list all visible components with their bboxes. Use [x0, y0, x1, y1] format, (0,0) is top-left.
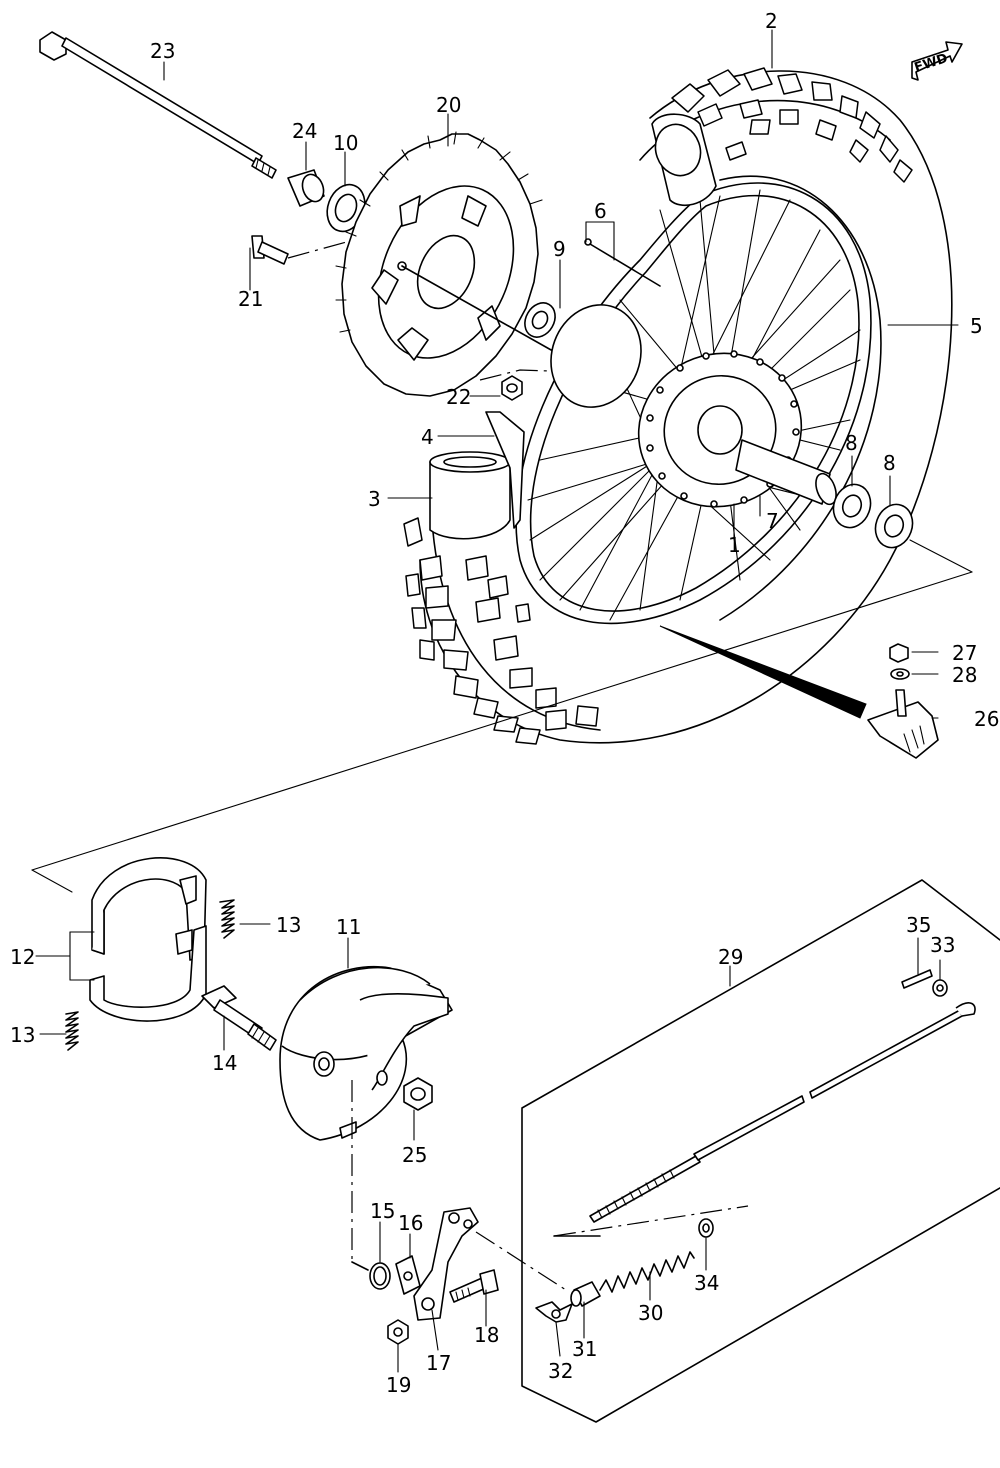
tube-top	[651, 113, 717, 207]
callout-18: 18	[474, 1323, 499, 1347]
wheel-hub	[550, 238, 837, 508]
brake-panel-nut	[403, 1077, 433, 1111]
rim-lock-nut	[889, 643, 909, 663]
callout-27: 27	[952, 641, 977, 665]
callout-6: 6	[594, 199, 607, 223]
callout-3: 3	[368, 487, 381, 511]
callout-30: 30	[638, 1301, 663, 1325]
callout-34: 34	[694, 1271, 719, 1295]
callout-8a: 8	[845, 431, 858, 455]
wheel-bearing-outer	[874, 503, 914, 549]
rod-washer	[698, 1218, 714, 1238]
brake-rod-assembly-box	[521, 879, 1000, 1423]
assembly-pointer	[659, 625, 867, 719]
callout-8b: 8	[883, 451, 896, 475]
callout-32: 32	[548, 1359, 573, 1383]
leader-lines	[35, 29, 959, 1373]
exploded-guide-lines	[31, 539, 973, 893]
callout-23: 23	[150, 39, 175, 63]
cotter-pin	[901, 969, 933, 989]
callout-1: 1	[728, 533, 741, 557]
callout-14: 14	[212, 1051, 237, 1075]
brake-cam	[201, 985, 277, 1051]
rear-tire	[403, 67, 953, 745]
brake-panel	[279, 966, 453, 1141]
callout-13b: 13	[10, 1023, 35, 1047]
bearing-small	[524, 302, 556, 338]
callout-31: 31	[572, 1337, 597, 1361]
o-ring	[369, 1262, 391, 1290]
oil-seal	[326, 183, 366, 233]
rear-sprocket	[335, 131, 561, 397]
callout-28: 28	[952, 663, 977, 687]
rod-joint	[570, 1281, 601, 1307]
tube	[429, 451, 511, 540]
brake-spring-upper	[219, 899, 235, 939]
rim-band	[485, 411, 525, 529]
rim-lock	[867, 689, 939, 759]
wing-nut	[535, 1301, 573, 1323]
sprocket-bolt	[251, 235, 355, 265]
callout-20: 20	[436, 93, 461, 117]
wear-indicator	[395, 1255, 421, 1295]
callout-5: 5	[970, 314, 983, 338]
callout-10: 10	[333, 131, 358, 155]
callout-35: 35	[906, 913, 931, 937]
callout-26: 26	[974, 707, 999, 731]
brake-rod	[589, 1002, 976, 1223]
guide-line-rod	[475, 1231, 567, 1291]
callout-4: 4	[421, 425, 434, 449]
callout-22: 22	[446, 385, 471, 409]
brake-cam-lever	[413, 1207, 479, 1321]
callout-11: 11	[336, 915, 361, 939]
brake-shoe-lower	[89, 925, 207, 1022]
rod-end-washer	[932, 979, 948, 997]
callout-15: 15	[370, 1199, 395, 1223]
callout-17: 17	[426, 1351, 451, 1375]
callout-numbers: 23 24 10 21 20 9 6 22 4 3 2 5 8 8 7 1 27…	[10, 9, 999, 1397]
fwd-label: FWD	[913, 51, 950, 76]
callout-21: 21	[238, 287, 263, 311]
fwd-arrow-icon: FWD	[911, 41, 963, 81]
lever-bolt	[449, 1269, 499, 1303]
callout-13a: 13	[276, 913, 301, 937]
callout-7: 7	[766, 509, 779, 533]
wheel-bearing-inner	[832, 483, 872, 529]
axle	[39, 31, 277, 179]
brake-spring-lower	[65, 1011, 79, 1051]
callout-19: 19	[386, 1373, 411, 1397]
callout-16: 16	[398, 1211, 423, 1235]
spacer	[287, 169, 325, 207]
rim-lock-washer	[890, 668, 910, 680]
brake-rod-spring	[553, 1205, 749, 1293]
callout-29: 29	[718, 945, 743, 969]
lever-nut	[387, 1319, 409, 1345]
callout-25: 25	[402, 1143, 427, 1167]
callout-12: 12	[10, 945, 35, 969]
callout-2: 2	[765, 9, 778, 33]
callout-9: 9	[553, 237, 566, 261]
callout-33: 33	[930, 933, 955, 957]
callout-24: 24	[292, 119, 317, 143]
